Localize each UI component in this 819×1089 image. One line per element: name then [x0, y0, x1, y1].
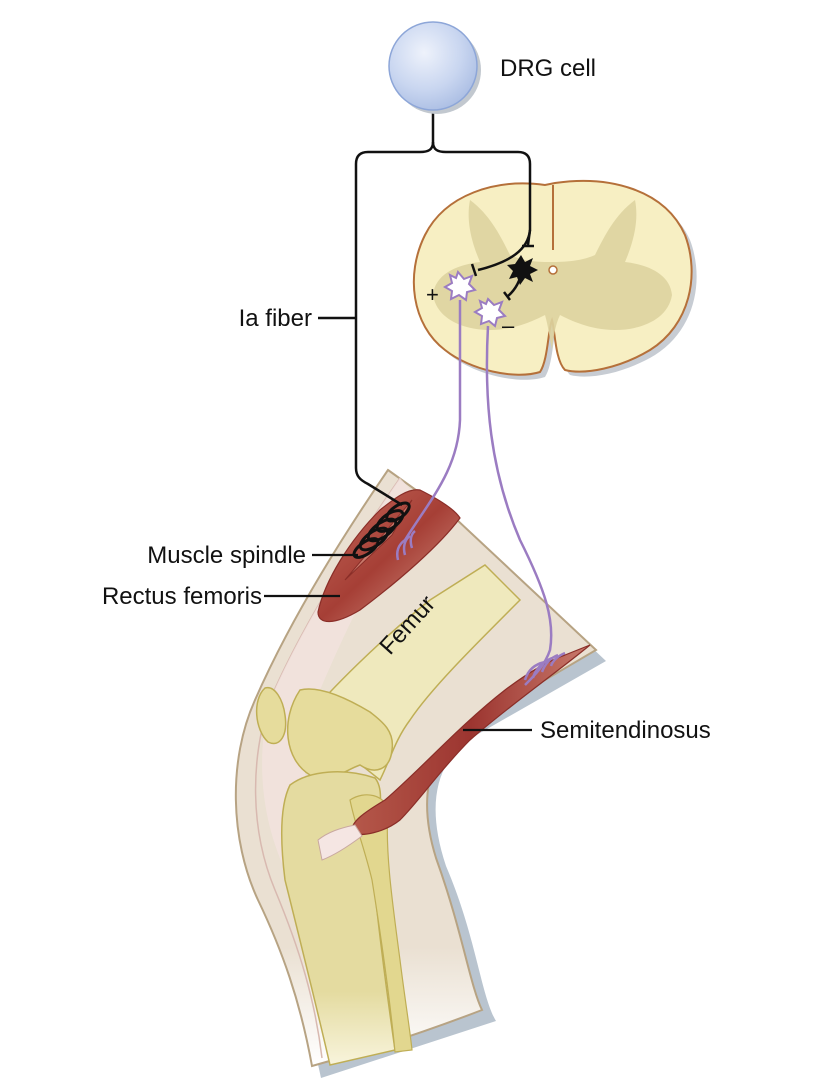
ia-fiber-central-branch: [431, 141, 532, 230]
semitendinosus-tendon: [317, 824, 363, 861]
excitatory-terminal: [470, 263, 478, 277]
ia-fiber: [318, 112, 532, 507]
ia-fiber-peripheral-branch: [354, 150, 420, 507]
inhibitory-terminal: [503, 291, 511, 301]
patella: [255, 686, 287, 745]
inhibitory-interneuron: [507, 255, 538, 285]
neuromuscular-endings: [396, 530, 566, 681]
extensor-motor-axon: [403, 300, 462, 541]
ia-fiber-label: Ia fiber: [239, 305, 312, 332]
rf-ending: [402, 534, 411, 556]
spinal-cord: [412, 179, 697, 380]
muscle-spindle-label: Muscle spindle: [147, 542, 306, 569]
rf-ending: [409, 530, 416, 549]
subcutaneous-fill: [262, 478, 420, 870]
st-ending: [549, 651, 566, 667]
rf-ending: [396, 538, 406, 561]
flexor-motor-neuron: [472, 297, 507, 328]
ia-fiber-to-interneuron: [526, 229, 532, 246]
drg-cell-label: DRG cell: [500, 55, 596, 82]
leg: [234, 468, 606, 1078]
excitatory-sign: +: [426, 282, 439, 307]
extensor-motor-neuron: [442, 270, 477, 302]
inhibitory-sign: –: [502, 313, 515, 338]
femur-condyle: [287, 688, 394, 780]
st-ending: [540, 653, 559, 673]
rectus-femoris-label: Rectus femoris: [102, 583, 262, 610]
drg-stem: [419, 112, 435, 154]
drg-cell: [388, 21, 478, 111]
rectus-femoris-muscle: [317, 489, 461, 623]
semitendinosus-label: Semitendinosus: [540, 717, 711, 744]
central-canal: [548, 265, 558, 275]
leader-lines: [264, 553, 532, 732]
